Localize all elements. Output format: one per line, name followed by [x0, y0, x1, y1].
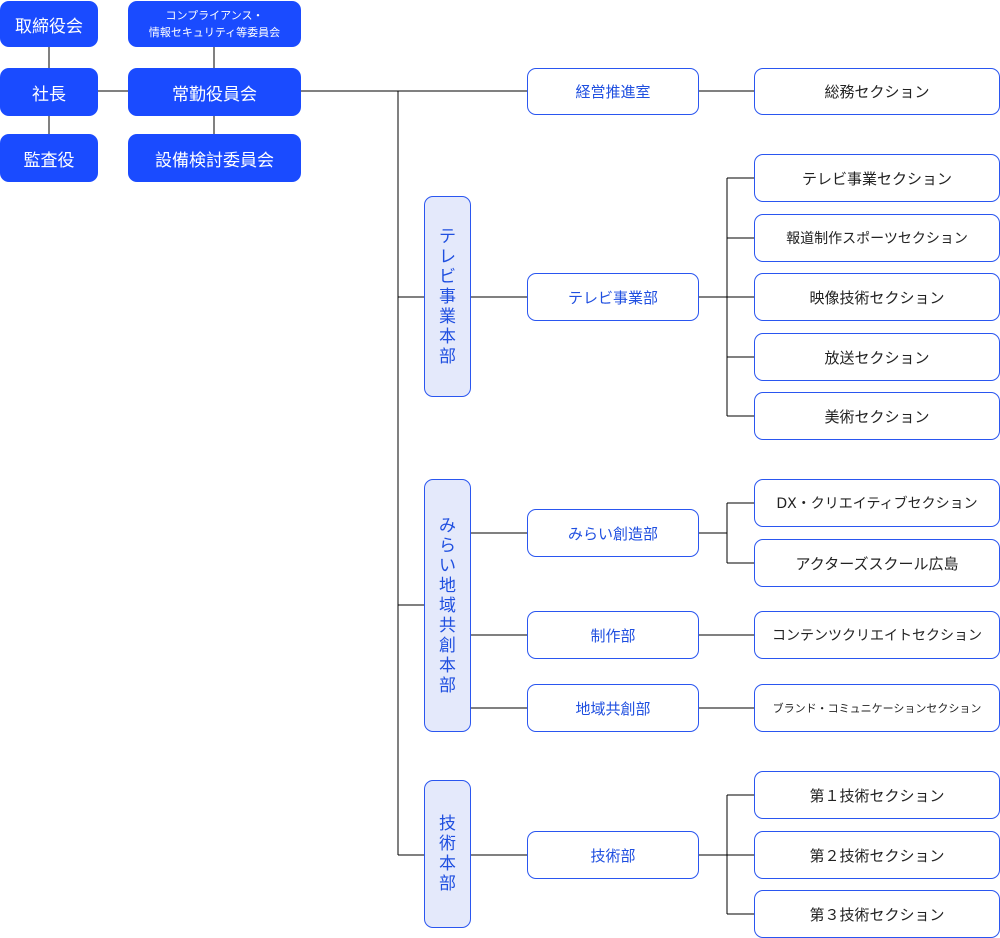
section-box: 放送セクション — [754, 333, 1000, 381]
section-box: 美術セクション — [754, 392, 1000, 440]
section-box: 映像技術セクション — [754, 273, 1000, 321]
section-box: 第１技術セクション — [754, 771, 1000, 819]
section-box: テレビ事業セクション — [754, 154, 1000, 202]
president-box: 社長 — [0, 68, 98, 116]
engineering-division-box: 技術本部 — [424, 780, 471, 928]
board-of-directors-box: 取締役会 — [0, 1, 98, 47]
regional-cocreation-department-box: 地域共創部 — [527, 684, 699, 732]
engineering-department-box: 技術部 — [527, 831, 699, 879]
division-label-char: 部 — [439, 346, 456, 367]
section-box: DX・クリエイティブセクション — [754, 479, 1000, 527]
division-label-char: 域 — [439, 595, 456, 616]
division-label-char: レ — [439, 246, 456, 267]
division-label-char: 部 — [439, 675, 456, 696]
section-box: 第２技術セクション — [754, 831, 1000, 879]
division-label-char: い — [439, 555, 456, 576]
section-box: ブランド・コミュニケーションセクション — [754, 684, 1000, 732]
tv-business-department-box: テレビ事業部 — [527, 273, 699, 321]
section-box: 第３技術セクション — [754, 890, 1000, 938]
section-box: 報道制作スポーツセクション — [754, 214, 1000, 262]
division-label-char: 創 — [439, 635, 456, 656]
mirai-regional-division-box: みらい地域共創本部 — [424, 479, 471, 732]
division-label-char: ビ — [439, 266, 456, 287]
division-label-char: 地 — [439, 575, 456, 596]
managing-directors-box: 常勤役員会 — [128, 68, 301, 116]
division-label-char: 事 — [439, 286, 456, 307]
division-label-char: 本 — [439, 326, 456, 347]
division-label-char: ら — [439, 535, 456, 556]
division-label-char: テ — [439, 226, 456, 247]
division-label-char: 業 — [439, 306, 456, 327]
facility-committee-box: 設備検討委員会 — [128, 134, 301, 182]
section-box: コンテンツクリエイトセクション — [754, 611, 1000, 659]
division-label-char: 本 — [439, 655, 456, 676]
compliance-committee-box: コンプライアンス・ 情報セキュリティ等委員会 — [128, 1, 301, 47]
general-affairs-section-box: 総務セクション — [754, 68, 1000, 115]
division-label-char: 部 — [439, 874, 456, 894]
management-office-box: 経営推進室 — [527, 68, 699, 115]
production-department-box: 制作部 — [527, 611, 699, 659]
division-label-char: 術 — [439, 834, 456, 854]
tv-business-division-box: テレビ事業本部 — [424, 196, 471, 397]
division-label-char: み — [439, 515, 456, 536]
auditor-box: 監査役 — [0, 134, 98, 182]
division-label-char: 共 — [439, 615, 456, 636]
division-label-char: 技 — [439, 814, 456, 834]
mirai-creation-department-box: みらい創造部 — [527, 509, 699, 557]
division-label-char: 本 — [439, 854, 456, 874]
section-box: アクターズスクール広島 — [754, 539, 1000, 587]
